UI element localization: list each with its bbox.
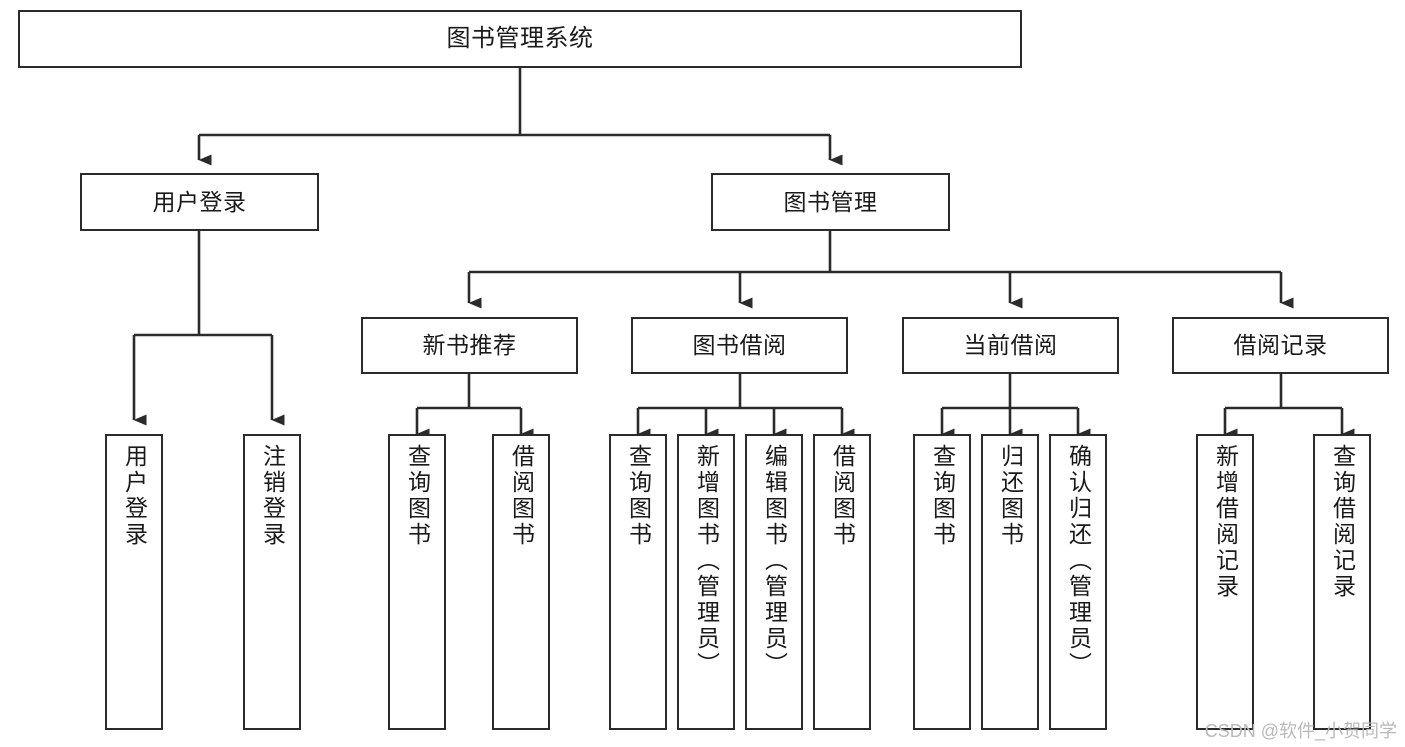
node-user-login-label: 用户登录 xyxy=(152,188,247,215)
node-leaf-borrow-book-2[interactable]: 借阅图书 xyxy=(813,434,871,730)
node-leaf-add-book[interactable]: 新增图书（管理员） xyxy=(677,434,735,730)
node-leaf-edit-book[interactable]: 编辑图书（管理员） xyxy=(745,434,803,730)
node-leaf-return-book-label: 归还图书 xyxy=(997,444,1024,548)
node-leaf-add-record-label: 新增借阅记录 xyxy=(1212,444,1239,600)
node-current-borrow[interactable]: 当前借阅 xyxy=(902,317,1119,374)
node-leaf-return-book[interactable]: 归还图书 xyxy=(981,434,1039,730)
node-leaf-query-book-3[interactable]: 查询图书 xyxy=(913,434,971,730)
node-new-book-recommend-label: 新书推荐 xyxy=(422,332,517,359)
node-leaf-query-record[interactable]: 查询借阅记录 xyxy=(1313,434,1371,730)
node-user-login[interactable]: 用户登录 xyxy=(80,173,319,231)
node-leaf-borrow-book-1[interactable]: 借阅图书 xyxy=(492,434,550,730)
watermark: CSDN @软件_小贺同学 xyxy=(1204,721,1397,741)
node-leaf-query-book-1[interactable]: 查询图书 xyxy=(388,434,446,730)
node-leaf-user-login[interactable]: 用户登录 xyxy=(105,434,163,730)
node-leaf-user-logout-label: 注销登录 xyxy=(259,444,286,548)
node-leaf-edit-book-label: 编辑图书（管理员） xyxy=(761,444,788,678)
node-leaf-query-book-2-label: 查询图书 xyxy=(625,444,652,548)
node-leaf-confirm-return[interactable]: 确认归还（管理员） xyxy=(1049,434,1107,730)
node-leaf-add-record[interactable]: 新增借阅记录 xyxy=(1196,434,1254,730)
node-leaf-borrow-book-1-label: 借阅图书 xyxy=(508,444,535,548)
node-new-book-recommend[interactable]: 新书推荐 xyxy=(361,317,578,374)
node-current-borrow-label: 当前借阅 xyxy=(963,332,1058,359)
node-leaf-query-record-label: 查询借阅记录 xyxy=(1329,444,1356,600)
node-book-manage[interactable]: 图书管理 xyxy=(711,173,950,231)
node-root-label: 图书管理系统 xyxy=(446,25,594,53)
node-leaf-add-book-label: 新增图书（管理员） xyxy=(693,444,720,678)
node-leaf-confirm-return-label: 确认归还（管理员） xyxy=(1065,444,1092,678)
node-book-manage-label: 图书管理 xyxy=(783,188,878,215)
node-borrow-record-label: 借阅记录 xyxy=(1233,332,1328,359)
node-book-borrow[interactable]: 图书借阅 xyxy=(631,317,848,374)
node-leaf-user-login-label: 用户登录 xyxy=(121,444,148,548)
node-leaf-query-book-1-label: 查询图书 xyxy=(404,444,431,548)
node-leaf-user-logout[interactable]: 注销登录 xyxy=(243,434,301,730)
node-borrow-record[interactable]: 借阅记录 xyxy=(1172,317,1389,374)
node-leaf-query-book-3-label: 查询图书 xyxy=(929,444,956,548)
node-root[interactable]: 图书管理系统 xyxy=(18,10,1022,68)
node-book-borrow-label: 图书借阅 xyxy=(692,332,787,359)
node-leaf-borrow-book-2-label: 借阅图书 xyxy=(829,444,856,548)
node-leaf-query-book-2[interactable]: 查询图书 xyxy=(609,434,667,730)
